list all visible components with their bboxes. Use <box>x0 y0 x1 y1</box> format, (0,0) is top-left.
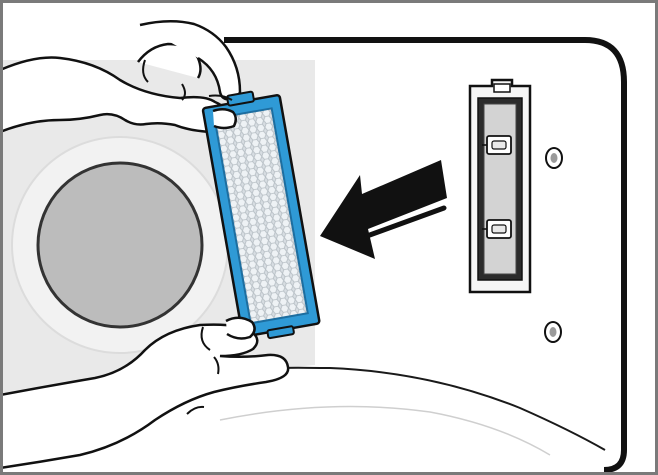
clip-icon <box>482 136 511 154</box>
mounting-bump <box>545 322 561 342</box>
mounting-bump <box>546 148 562 168</box>
lower-thumb <box>226 318 255 339</box>
clip-icon <box>482 220 511 238</box>
filter-housing <box>470 80 530 292</box>
drum-window <box>38 163 202 327</box>
